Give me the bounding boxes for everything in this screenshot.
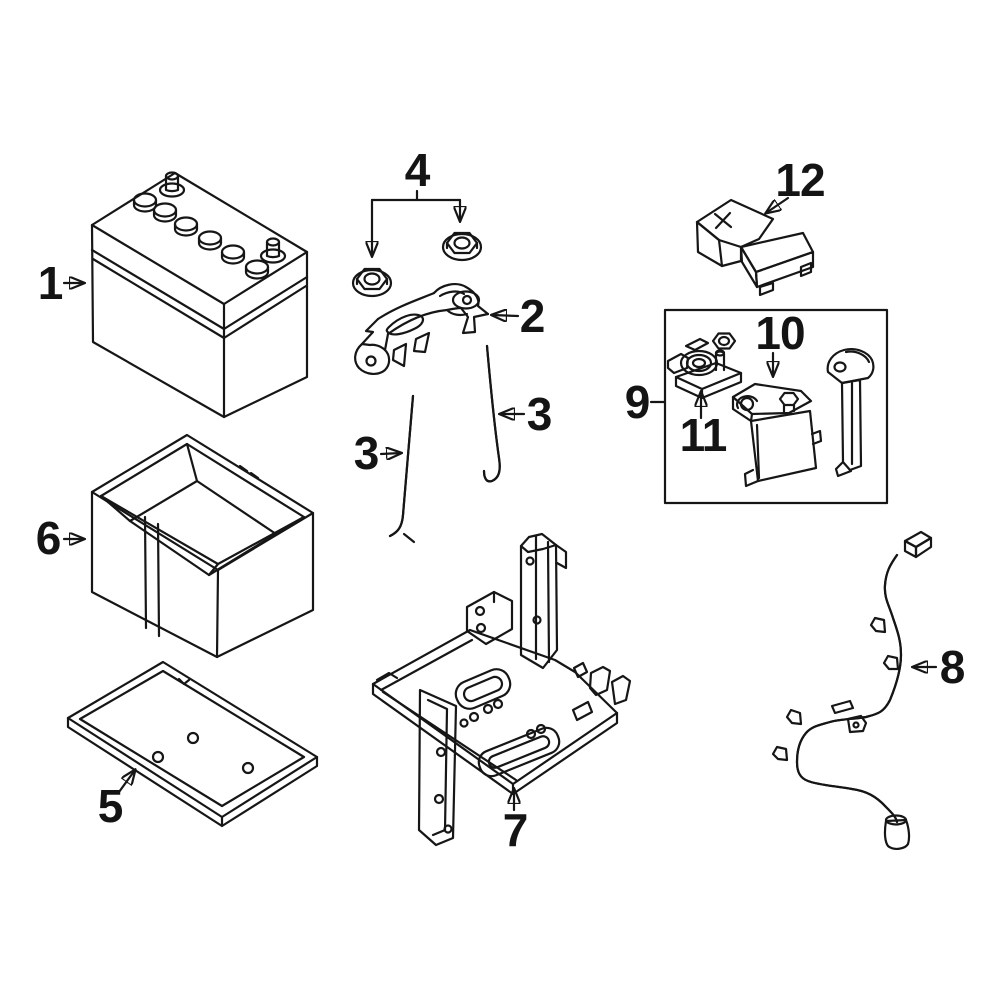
battery-post-right [259,237,287,264]
callout-label-nuts: 4 [404,144,431,196]
battery-terminal-drawing [666,337,743,400]
flange-nut-left [351,267,393,298]
callout-label-tray-pad: 5 [97,780,124,832]
terminal-nut-drawing [711,332,737,350]
battery-tray-pad-drawing [66,660,319,828]
j-bolt-right-drawing [482,344,501,483]
battery-tray-drawing [371,532,632,847]
callout-label-terminal-cover: 12 [775,154,825,206]
battery-box-drawing [90,433,315,659]
terminal-group-box [663,308,889,505]
battery-post-left [158,171,186,198]
callout-label-j-bolt-right: 3 [526,388,553,440]
battery-cable-drawing [771,530,933,850]
callout-label-battery-terminal: 11 [679,409,728,461]
callout-leaders [62,189,938,812]
callout-label-battery-box: 6 [35,512,62,564]
callout-label-battery-tray: 7 [502,804,529,856]
callout-label-hardware-group: 9 [624,376,651,428]
fusible-link-holder-drawing [731,382,823,488]
battery-drawing [90,171,309,419]
terminal-bracket-drawing [826,348,875,478]
hold-down-bracket-drawing [354,283,490,375]
flange-nut-right [441,231,483,262]
callout-label-fusible-link: 10 [755,307,805,359]
callout-label-battery-cable: 8 [939,641,966,693]
callout-label-j-bolt-left: 3 [353,427,380,479]
callout-label-battery: 1 [37,257,64,309]
j-bolt-left-drawing [388,394,416,544]
flange-nuts-drawing [351,231,483,298]
callout-label-hold-down-bracket: 2 [519,290,546,342]
terminal-cover-drawing [695,198,815,297]
